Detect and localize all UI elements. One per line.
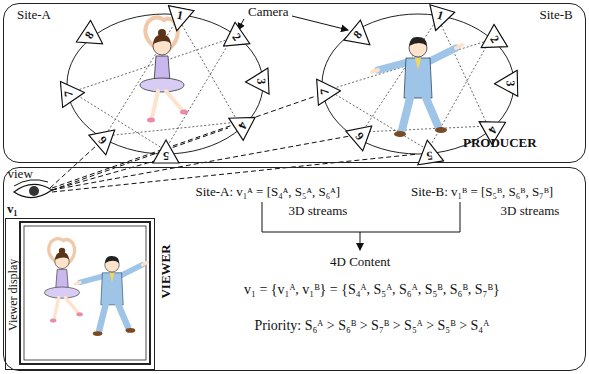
camera-triangle: 5 xyxy=(152,139,180,164)
priority-equation: Priority: S₆ᴬ > S₆ᴮ > S₇ᴮ > S₅ᴬ > S₅ᴮ > … xyxy=(255,318,490,334)
callout-number: 3 xyxy=(503,80,517,86)
panel-label: PRODUCER xyxy=(463,136,537,151)
camera-triangle: 6 xyxy=(344,114,381,152)
camera-triangle: 5 xyxy=(413,137,444,166)
view-name: v₁ xyxy=(7,202,17,217)
stream-note: 3D streams xyxy=(289,204,348,219)
stream-note: 3D streams xyxy=(501,204,560,219)
camera-triangle: 1 xyxy=(163,4,195,34)
camera-triangle: 8 xyxy=(342,18,379,56)
callout-number: 7 xyxy=(318,88,332,95)
viewer-display: Viewer display xyxy=(5,218,155,370)
camera-triangle: 6 xyxy=(87,118,124,156)
callout-label: Camera xyxy=(248,5,288,20)
camera-triangle: 1 xyxy=(422,3,456,35)
camera-triangle: 3 xyxy=(493,69,519,98)
camera-triangle: 7 xyxy=(316,76,343,106)
camera-triangle: 7 xyxy=(59,78,86,108)
camera-triangle: 2 xyxy=(473,23,509,60)
camera-triangle: 3 xyxy=(244,66,270,95)
panel-label: VIEWER xyxy=(159,244,174,298)
camera-triangle: 4 xyxy=(221,105,256,141)
producer-panel: Site-ASite-BPRODUCER1234567812345678 xyxy=(3,3,586,163)
callout-number: 7 xyxy=(62,90,76,97)
callout-number: 5 xyxy=(163,148,169,162)
content-label: 4D Content xyxy=(330,255,390,270)
camera-triangle: 8 xyxy=(75,18,111,55)
view-label: view xyxy=(8,167,33,182)
display-label: Viewer display xyxy=(7,259,21,331)
site-view-equation: Site-B: v₁ᴮ = [S₅ᴮ, S₆ᴮ, S₇ᴮ] xyxy=(411,185,553,200)
content-equation: v₁ = {v₁ᴬ, v₁ᴮ} = {S₄ᴬ, S₅ᴬ, S₆ᴬ, S₅ᴮ, S… xyxy=(244,282,500,298)
camera-triangle: 2 xyxy=(215,20,251,57)
panel-label: Site-A xyxy=(17,8,51,23)
callout-number: 3 xyxy=(254,78,268,85)
panel-label: Site-B xyxy=(540,8,573,23)
site-view-equation: Site-A: v₁ᴬ = [S₄ᴬ, S₅ᴬ, S₆ᴬ] xyxy=(196,185,341,200)
